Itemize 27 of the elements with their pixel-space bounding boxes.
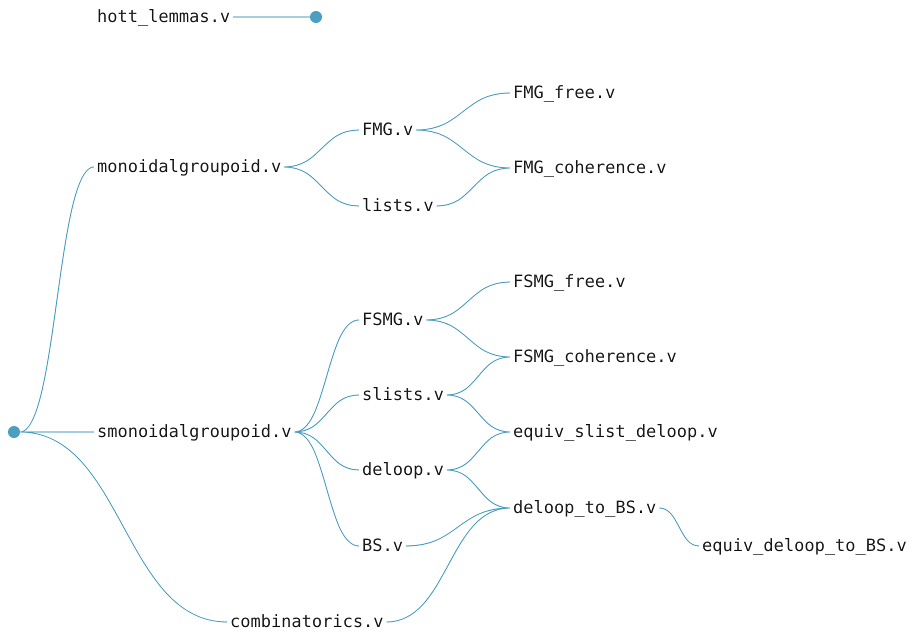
file-label: FMG_coherence.v [510,158,670,178]
connector-line [20,166,94,432]
tree-node-dot [8,426,20,438]
connector-line [294,432,360,546]
file-label: FSMG.v [359,310,426,330]
file-label: FMG_free.v [510,83,618,103]
file-label: FSMG_free.v [510,272,629,292]
file-label: FSMG_coherence.v [510,347,680,367]
file-label: smonoidalgroupoid.v [94,422,294,442]
connector-line [284,166,360,206]
file-label: hott_lemmas.v [94,7,234,27]
file-label: deloop.v [359,460,447,480]
connector-line [20,432,228,622]
connector-line [386,508,510,622]
file-label: lists.v [359,196,437,216]
file-label: FMG.v [359,120,416,140]
file-label: equiv_deloop_to_BS.v [699,536,910,556]
connector-line [232,16,310,18]
connector-line [658,508,700,546]
file-label: monoidalgroupoid.v [94,157,284,177]
connector-line [436,168,510,206]
file-label: slists.v [359,385,447,405]
file-label: BS.v [359,536,406,556]
file-label: deloop_to_BS.v [510,498,660,518]
tree-node-dot [310,11,322,23]
file-label: combinatorics.v [227,612,387,632]
file-label: equiv_slist_deloop.v [510,422,721,442]
